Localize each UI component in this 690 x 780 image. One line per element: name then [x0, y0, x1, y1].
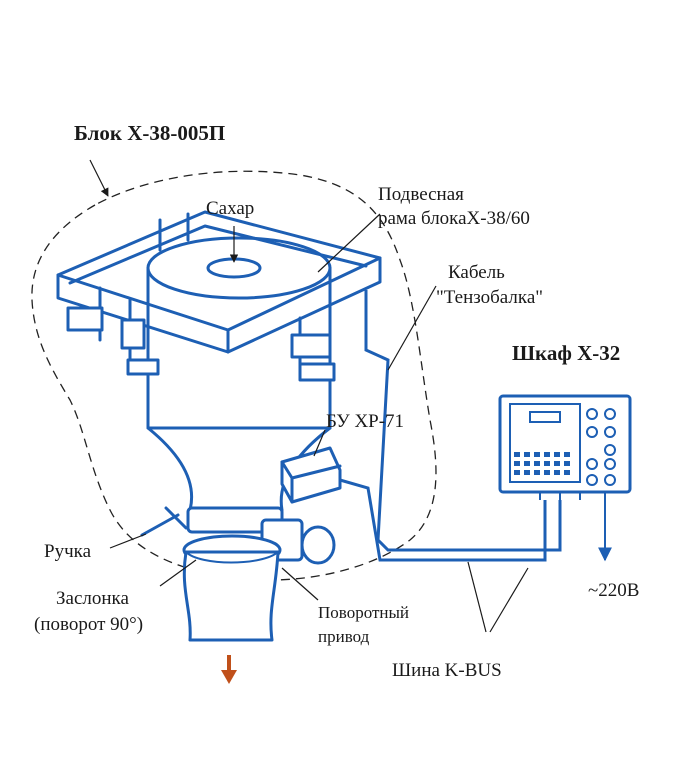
- label-frame-line1: Подвесная: [378, 184, 464, 205]
- leader-drive: [281, 567, 319, 601]
- leader-control-unit: [313, 429, 326, 457]
- label-cable-line1: Кабель: [448, 262, 505, 283]
- leader-frame: [317, 213, 381, 273]
- discharge-flow-arrowhead: [221, 670, 237, 684]
- leader-bus-right: [489, 567, 529, 633]
- kbus-cable: [339, 478, 547, 562]
- cabinet-buttons: [586, 408, 616, 486]
- label-drive-line1: Поворотный: [318, 603, 409, 622]
- leader-cable: [387, 285, 437, 371]
- suspension-frame: [56, 210, 382, 382]
- cabinet-keypad: [514, 452, 570, 475]
- cabinet-x32: [498, 394, 632, 500]
- label-gate-line2: (поворот 90°): [34, 614, 143, 635]
- label-control-unit: БУ XP-71: [326, 411, 404, 432]
- label-bus: Шина K-BUS: [392, 660, 502, 681]
- label-drive-line2: привод: [318, 627, 370, 646]
- handle-lever: [140, 506, 188, 537]
- label-cable-line2: "Тензобалка": [436, 287, 543, 308]
- label-sugar: Сахар: [206, 198, 254, 219]
- leader-block: [89, 159, 109, 197]
- block-boundary: [31, 170, 437, 581]
- gate-sleeve: [182, 534, 282, 642]
- leader-handle: [109, 533, 147, 549]
- label-handle: Ручка: [44, 541, 92, 562]
- leader-gate: [159, 559, 197, 587]
- label-frame-line2: рама блокаX-38/60: [378, 208, 530, 229]
- label-block: Блок X-38-005П: [74, 121, 225, 145]
- tenzo-cable: [364, 290, 562, 552]
- label-power: ~220В: [588, 580, 639, 601]
- label-cabinet: Шкаф X-32: [512, 341, 620, 365]
- label-gate-line1: Заслонка: [56, 588, 129, 609]
- leader-bus-left: [467, 561, 487, 633]
- control-unit-box: [280, 446, 342, 504]
